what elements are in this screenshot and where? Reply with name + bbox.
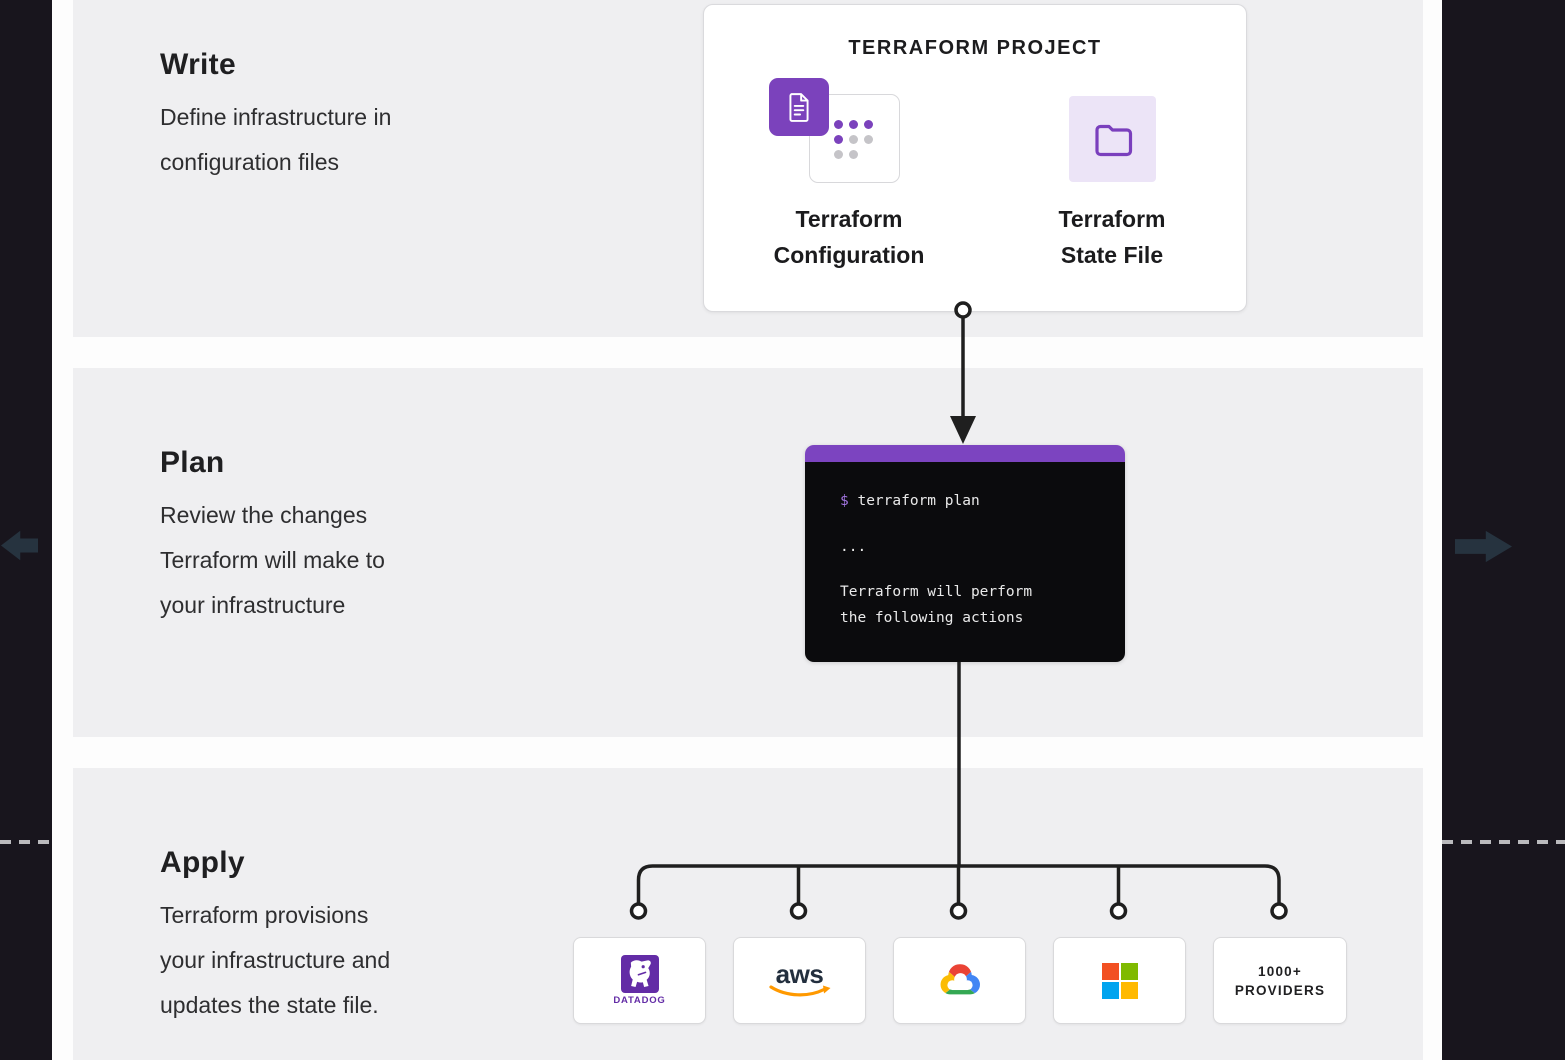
terraform-configuration-label: Terraform Configuration [773,206,925,268]
carousel-band-left [0,0,52,1060]
aws-logo-icon: aws [775,959,824,989]
apply-description: Terraform provisions your infrastructure… [160,902,391,1018]
terraform-state-file-label: Terraform State File [1058,206,1166,268]
terminal-title-bar [805,445,1125,462]
terminal-ellipsis: ... [840,539,867,555]
folder-icon [1069,96,1156,182]
datadog-logo-icon [620,955,659,993]
microsoft-logo-icon [1101,962,1138,999]
plan-step-text: Plan Review the changes Terraform will m… [160,446,385,628]
datadog-label: DATADOG [613,995,666,1006]
provider-card-microsoft [1053,937,1186,1024]
write-title: Write [160,48,236,81]
provider-card-aws: aws [733,937,866,1024]
carousel-band-right [1442,0,1565,1060]
terraform-configuration-icon [769,78,900,183]
terminal-output: $ terraform plan ... Terraform will perf… [805,462,1125,662]
provider-card-more-providers: 1000+ PROVIDERS [1213,937,1347,1024]
provider-card-datadog: DATADOG [573,937,706,1024]
terminal-prompt: $ [840,493,849,509]
write-description: Define infrastructure in configuration f… [160,104,392,175]
terraform-project-card: TERRAFORM PROJECT [703,4,1247,312]
google-cloud-logo-icon [940,964,980,995]
document-icon [769,78,829,136]
dashed-guide-left [0,840,52,844]
plan-title: Plan [160,446,225,479]
project-card-title: TERRAFORM PROJECT [848,37,1102,59]
apply-title: Apply [160,846,245,879]
providers-count-label: 1000+ PROVIDERS [1234,963,1326,998]
terminal-command-line: $ terraform plan [840,493,980,509]
plan-description: Review the changes Terraform will make t… [160,502,385,618]
write-step-text: Write Define infrastructure in configura… [160,48,391,185]
section-plan [73,368,1423,737]
apply-step-text: Apply Terraform provisions your infrastr… [160,846,390,1028]
provider-card-google-cloud [893,937,1026,1024]
aws-smile-icon [768,985,830,997]
terminal-window: $ terraform plan ... Terraform will perf… [805,445,1125,662]
dashed-guide-right [1442,840,1565,844]
